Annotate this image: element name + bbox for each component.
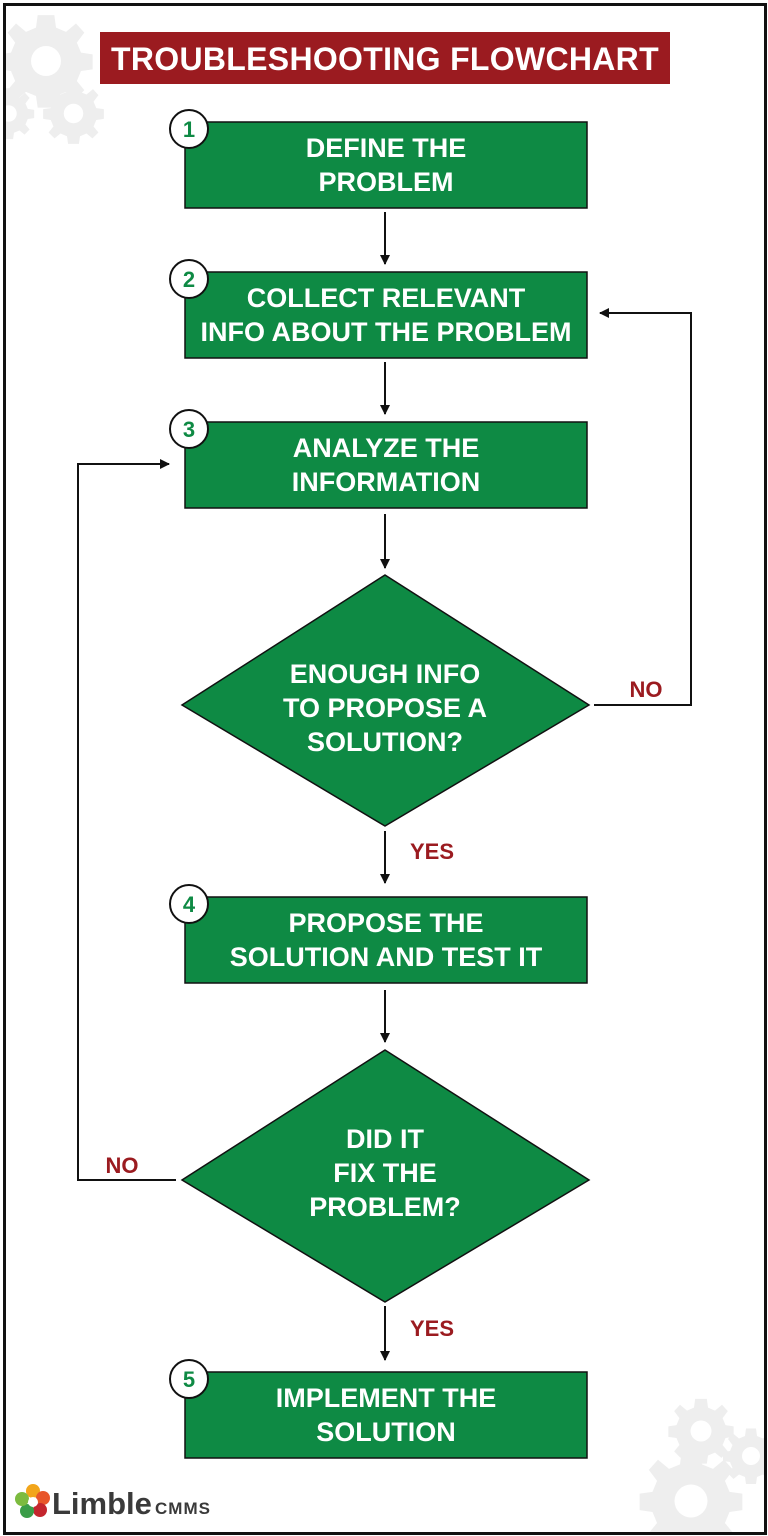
decision-diamond <box>180 574 591 827</box>
step-text-line: IMPLEMENT THE <box>276 1383 497 1413</box>
background-gears-bottom-right <box>639 1398 764 1532</box>
decision-text-line: TO PROPOSE A <box>283 693 487 723</box>
title-banner-bg <box>100 32 670 84</box>
decision-text-line: SOLUTION? <box>307 727 463 757</box>
gear-icon <box>43 83 104 144</box>
decision-text-line: FIX THE <box>333 1158 437 1188</box>
decision-text-line: PROBLEM? <box>309 1192 461 1222</box>
brand-suffix: CMMS <box>155 1499 211 1518</box>
flowchart-frame: TROUBLESHOOTING FLOWCHART DEFINE THE PROB… <box>3 3 767 1535</box>
step-5: IMPLEMENT THE SOLUTION 5 <box>169 1359 588 1459</box>
step-box <box>184 271 588 359</box>
decision-text-line: ENOUGH INFO <box>290 659 481 689</box>
yes-label: YES <box>410 839 454 864</box>
step-number: 1 <box>183 117 195 142</box>
no-label: NO <box>106 1153 139 1178</box>
step-text-line: PROPOSE THE <box>288 908 483 938</box>
title-banner: TROUBLESHOOTING FLOWCHART <box>100 32 670 84</box>
step-box <box>184 896 588 984</box>
step-text-line: PROBLEM <box>319 167 454 197</box>
step-number-badge <box>169 409 209 449</box>
step-text-line: DEFINE THE <box>306 133 467 163</box>
arrow-decision2-no-loop <box>77 459 176 1181</box>
step-number-badge <box>169 1359 209 1399</box>
step-number-badge <box>169 259 209 299</box>
page-title: TROUBLESHOOTING FLOWCHART <box>111 41 659 77</box>
step-text-line: ANALYZE THE <box>293 433 480 463</box>
step-text-line: SOLUTION AND TEST IT <box>230 942 543 972</box>
step-number: 2 <box>183 267 195 292</box>
background-gears-top-left <box>6 15 104 144</box>
decision-diamond <box>180 1049 591 1303</box>
step-box <box>184 121 588 209</box>
step-text-line: SOLUTION <box>316 1417 456 1447</box>
brand-logo: Limble CMMS <box>15 1484 211 1521</box>
step-number-badge <box>169 884 209 924</box>
step-number: 4 <box>183 892 196 917</box>
no-label: NO <box>630 677 663 702</box>
decision-text-line: DID IT <box>346 1124 425 1154</box>
gear-icon <box>639 1450 743 1532</box>
yes-label: YES <box>410 1316 454 1341</box>
step-box <box>184 1371 588 1459</box>
step-number-badge <box>169 109 209 149</box>
step-4: PROPOSE THE SOLUTION AND TEST IT 4 <box>169 884 588 984</box>
step-1: DEFINE THE PROBLEM 1 <box>169 109 588 209</box>
decision-2: DID IT FIX THE PROBLEM? NO YES <box>106 1049 591 1341</box>
step-number: 5 <box>183 1367 195 1392</box>
flowchart-diagram: TROUBLESHOOTING FLOWCHART DEFINE THE PROB… <box>6 15 764 1532</box>
step-text-line: INFO ABOUT THE PROBLEM <box>201 317 572 347</box>
step-text-line: INFORMATION <box>292 467 480 497</box>
decision-1: ENOUGH INFO TO PROPOSE A SOLUTION? NO YE… <box>180 574 663 864</box>
step-3: ANALYZE THE INFORMATION 3 <box>169 409 588 509</box>
connectors <box>77 212 692 1361</box>
step-text-line: COLLECT RELEVANT <box>247 283 526 313</box>
limble-logo-icon <box>15 1484 50 1518</box>
arrow-decision1-no-loop <box>594 308 692 706</box>
step-box <box>184 421 588 509</box>
step-number: 3 <box>183 417 195 442</box>
brand-name: Limble <box>52 1486 152 1521</box>
